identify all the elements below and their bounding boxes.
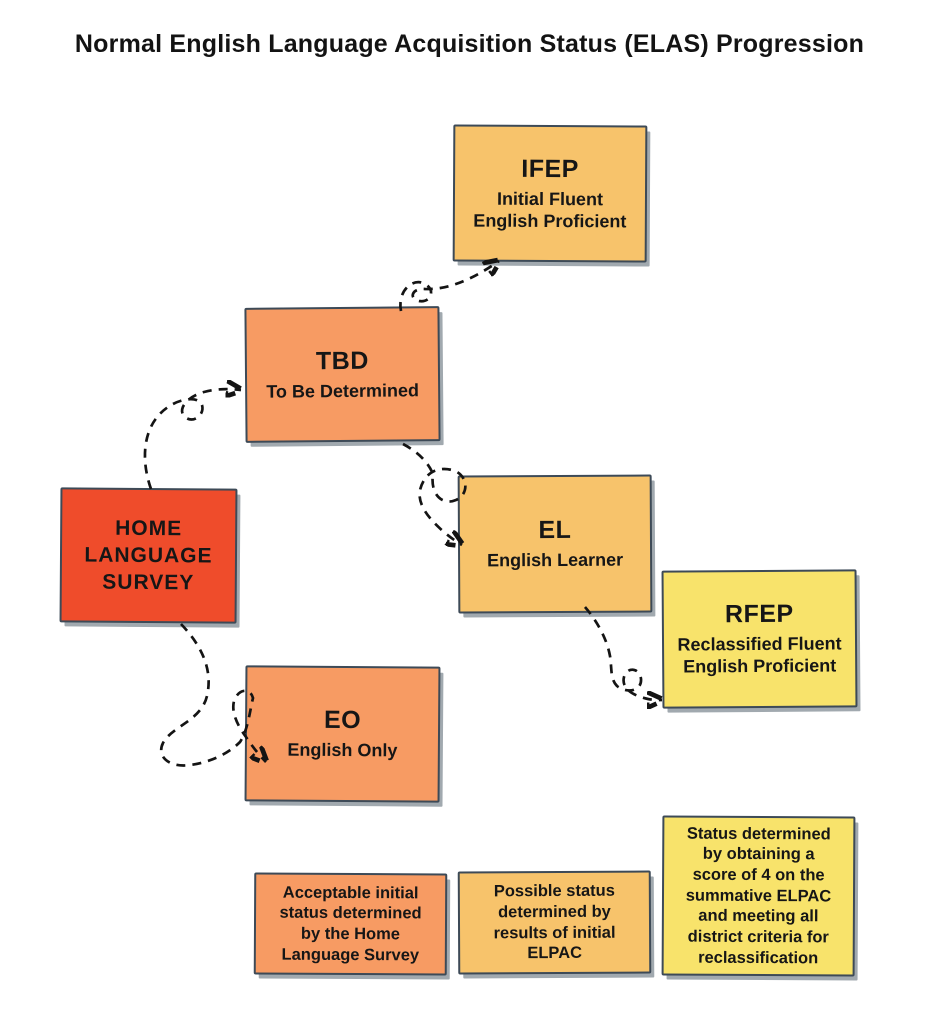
diagram-title: Normal English Language Acquisition Stat… [74,30,865,58]
legend-initial-elpac-status: Possible status determined by results of… [457,870,652,975]
node-ifep-abbr: IFEP [521,154,579,184]
node-eo-name: English Only [287,739,398,761]
node-el: EL English Learner [457,474,653,614]
arrow-el-to-rfep [583,606,662,700]
node-home-language-survey-label: HOME LANGUAGE SURVEY [84,516,213,595]
node-rfep: RFEP Reclassified Fluent English Profici… [661,569,858,709]
legend-initial-elpac-status-text: Possible status determined by results of… [493,881,616,963]
node-tbd: TBD To Be Determined [244,306,441,443]
legend-reclassification-status-text: Status determined by obtaining a score o… [685,824,832,967]
arrow-hls-to-tbd [143,389,241,490]
legend-reclassification-status: Status determined by obtaining a score o… [661,815,856,977]
node-tbd-abbr: TBD [315,346,369,375]
node-eo-abbr: EO [323,706,362,735]
node-home-language-survey: HOME LANGUAGE SURVEY [59,487,238,624]
node-ifep: IFEP Initial Fluent English Proficient [452,124,648,263]
node-rfep-name: Reclassified Fluent English Proficient [677,633,842,677]
node-el-abbr: EL [538,516,572,545]
legend-home-language-survey-status: Acceptable initial status determined by … [253,872,448,976]
node-tbd-name: To Be Determined [266,380,420,402]
arrow-tbd-to-el [402,442,465,545]
node-ifep-name: Initial Fluent English Proficient [473,188,627,231]
node-rfep-abbr: RFEP [724,600,794,629]
node-eo: EO English Only [244,665,441,803]
node-el-name: English Learner [487,549,624,571]
legend-home-language-survey-status-text: Acceptable initial status determined by … [279,883,422,964]
arrow-tbd-to-ifep [399,261,499,312]
